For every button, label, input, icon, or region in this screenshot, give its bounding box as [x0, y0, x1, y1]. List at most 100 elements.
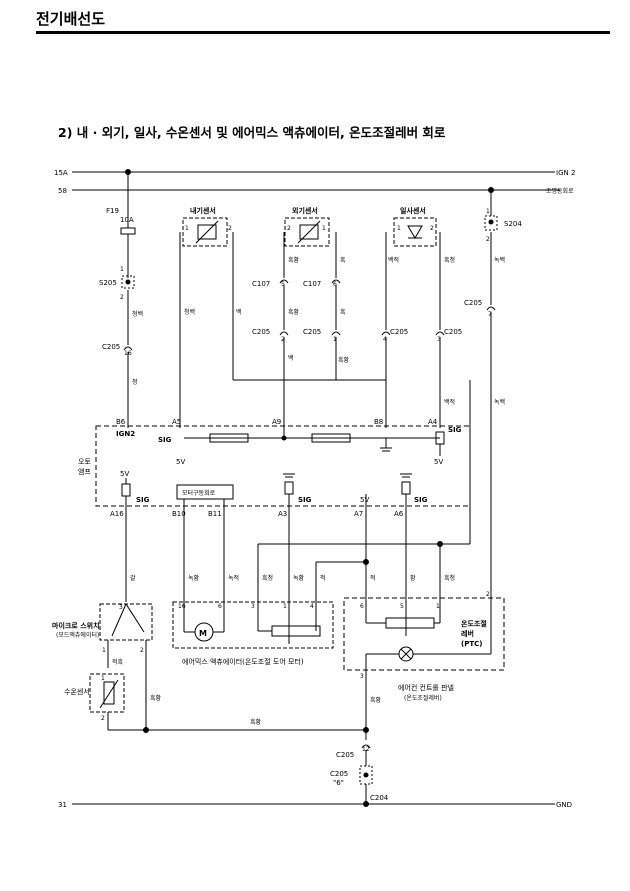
ecu-sig-label: SIG [414, 496, 428, 504]
pin-number: 5 [281, 281, 285, 288]
ecu-pin-b11: B11 [208, 510, 222, 518]
wire-color-label: 백 [288, 354, 294, 362]
splice-s205-label: S205 [99, 279, 117, 287]
ecu-pin-a16: A16 [110, 510, 124, 518]
pin-number: 1 [283, 603, 287, 610]
wire-color-label: 흑황 [338, 356, 350, 364]
ecu-pin-a5: A5 [172, 418, 181, 426]
connector-c205-7: C205 [464, 299, 482, 307]
pin-number: 2 [430, 225, 434, 232]
wire-color-label: 백적 [444, 398, 455, 406]
wire-color-label: 녹백 [494, 398, 505, 406]
ecu-sig-label: SIG [448, 426, 462, 434]
out-air-thermistor [299, 224, 319, 240]
sun-sensor-label: 일사센서 [400, 206, 426, 215]
header-rule [36, 31, 610, 34]
ecu-name-line1: 오토 [78, 458, 91, 466]
connector-c107-6: C107 [303, 280, 321, 288]
wire-color-label: 갈 [130, 574, 136, 582]
wire-color-label: 흑청 [262, 574, 273, 582]
out-air-sensor-box [284, 217, 330, 247]
temp-lever-label-3: (PTC) [461, 640, 482, 648]
pin-number: 2 [287, 225, 291, 232]
pin-number: 3 [360, 673, 364, 680]
ecu-sig-label: SIG [158, 436, 172, 444]
ecu-pin-b10: B10 [172, 510, 186, 518]
airmix-actuator-label: 에어믹스 액츄에이터(온도조절 도어 모터) [182, 657, 304, 666]
in-air-sensor-box [182, 217, 228, 247]
ecu-5v-label: 5V [434, 458, 443, 466]
pin-number: 1 [333, 336, 337, 343]
wire-color-label: 백적 [388, 256, 399, 264]
in-air-sensor-label: 내기센서 [190, 206, 216, 215]
connector-c205-4: C205 [390, 328, 408, 336]
auto-amp-box [95, 425, 471, 507]
pin-number: 2 [486, 236, 490, 243]
wire-color-label: 청백 [132, 310, 143, 318]
water-sensor-box [89, 673, 125, 713]
fuse-rating: 10A [120, 216, 134, 224]
out-air-sensor-label: 외기센서 [292, 206, 318, 215]
ecu-sig-label: SIG [136, 496, 150, 504]
wire-color-label: 흑황 [288, 256, 300, 264]
pin-number: 3 [119, 604, 123, 611]
temp-lever-label-2: 레버 [461, 629, 474, 638]
wire-color-label: 흑 [340, 308, 346, 316]
wire-color-label: 적 [320, 575, 326, 582]
pin-number: 1 [120, 266, 124, 273]
rail-label-ign2: IGN 2 [556, 169, 575, 177]
wire-color-label: 흑청 [444, 256, 455, 264]
water-sensor-label: 수온센서 [64, 687, 90, 696]
pin-number: 1 [397, 225, 401, 232]
ecu-pin-a6: A6 [394, 510, 404, 518]
in-air-thermistor [197, 224, 217, 240]
ecu-name-line2: 앰프 [78, 468, 91, 476]
ecu-resistor-1 [209, 433, 249, 443]
micro-switch-box [99, 603, 153, 641]
pin-number: 1 [322, 225, 326, 232]
ecu-pin-a9: A9 [272, 418, 281, 426]
motor-drive-box [176, 484, 234, 500]
wire-color-label: 적 [370, 575, 376, 582]
splice-s204-label: S204 [504, 220, 522, 228]
connector-c205-2: C205 [252, 328, 270, 336]
ecu-pin-a4: A4 [428, 418, 438, 426]
ecu-pin-b8: B8 [374, 418, 383, 426]
fuse-name: F19 [106, 207, 119, 215]
fuse-f19 [120, 227, 136, 235]
ecu-5v-label: 5V [176, 458, 185, 466]
pin-number: 2 [140, 647, 144, 654]
pin-number: 4 [383, 336, 387, 343]
splice-s205 [121, 275, 135, 289]
micro-switch-sub-label: (모드액츄에이터) [56, 631, 99, 639]
pin-number: 2 [228, 225, 232, 232]
connector-c107-5: C107 [252, 280, 270, 288]
pin-number: 1 [486, 208, 490, 215]
pin-number: 2 [101, 715, 105, 722]
pin-number: 12 [362, 746, 370, 753]
ecu-pin-a7: A7 [354, 510, 363, 518]
connector-c205-12: C205 [336, 751, 354, 759]
wire-color-label: 녹황 [188, 574, 200, 582]
motor-drive-label: 모터구동회로 [182, 489, 216, 497]
pin-number: 5 [400, 603, 404, 610]
ac-panel-sub-label: (온도조절레버) [404, 694, 442, 702]
wire-color-label: 녹황 [293, 574, 305, 582]
wire-color-label: 청백 [184, 308, 195, 316]
pin-number: 6 [360, 603, 364, 610]
wire-color-label: 흑황 [250, 718, 262, 726]
page-header-title: 전기배선도 [36, 10, 106, 28]
pin-number: 3 [437, 336, 441, 343]
ecu-pin-b6: B6 [116, 418, 126, 426]
ecu-sig-label: SIG [298, 496, 312, 504]
pin-number: 1 [102, 647, 106, 654]
rail-label-illumination: 조명등회로 [546, 187, 574, 195]
motor-symbol-label: M [199, 629, 207, 638]
rail-label-31: 31 [58, 801, 67, 809]
wire-color-label: 백 [236, 308, 242, 316]
wire-color-label: 황 [410, 574, 416, 582]
wire-color-label: 녹백 [494, 256, 505, 264]
ac-panel-label: 에어컨 컨트롤 판넬 [398, 683, 454, 692]
ecu-5v-label: 5V [360, 496, 369, 504]
